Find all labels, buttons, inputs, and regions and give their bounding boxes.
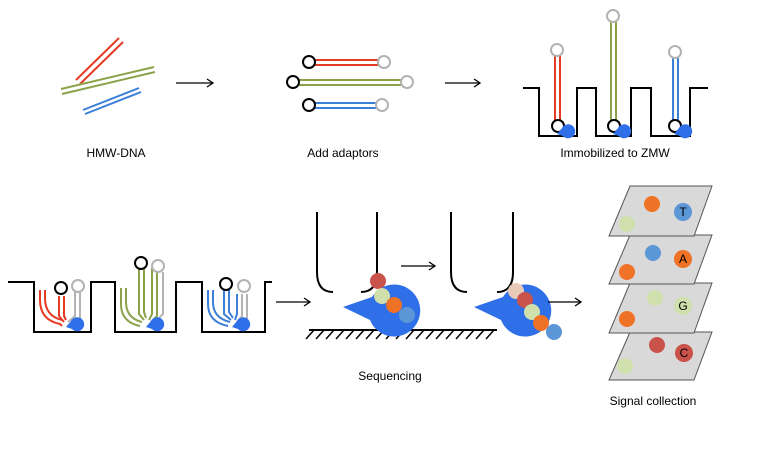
polymerase-icon <box>674 124 693 139</box>
black-hairpin-adaptor <box>134 256 148 270</box>
base-call-t-dot <box>674 203 692 221</box>
gray-hairpin-adaptor <box>606 9 620 23</box>
nucleotide-green <box>374 288 390 304</box>
arrow-4 <box>548 297 583 307</box>
black-hairpin-adaptor <box>286 75 300 89</box>
gray-hairpin-adaptor <box>375 98 389 112</box>
gray-hairpin-adaptor <box>71 279 85 293</box>
blue-looped-molecule <box>207 277 251 332</box>
green-dna-strand <box>60 66 156 95</box>
black-hairpin-adaptor <box>302 55 316 69</box>
polymerase-icon <box>146 317 165 332</box>
base-call-c-dot <box>675 344 693 362</box>
signal-frame-3: G <box>608 282 713 334</box>
immobilized-label: Immobilized to ZMW <box>560 146 670 160</box>
signal-dot-green <box>617 358 633 374</box>
gray-hairpin-adaptor <box>377 55 391 69</box>
gray-hairpin-adaptor <box>550 43 564 57</box>
red-adapted-molecule <box>302 55 391 69</box>
nucleotide-orange <box>386 297 402 313</box>
base-call-g-dot <box>674 297 692 315</box>
base-call-a: A <box>679 252 687 266</box>
signal-collection-label: Signal collection <box>610 394 697 408</box>
blue-immobilized-molecule <box>668 45 693 139</box>
zmw-well-left <box>316 212 378 293</box>
zmw-bottom-wells <box>8 256 272 333</box>
base-call-c: C <box>680 346 689 360</box>
gray-hairpin-adaptor <box>668 45 682 59</box>
green-looped-molecule <box>120 256 165 332</box>
gray-hairpin-adaptor <box>151 259 165 273</box>
green-immobilized-molecule <box>606 9 632 139</box>
polymerase-icon <box>66 317 85 332</box>
red-dna-strand <box>75 37 124 85</box>
nucleotide-green <box>524 304 540 320</box>
gray-hairpin-adaptor <box>400 75 414 89</box>
green-adapted-molecule <box>286 75 414 89</box>
signal-frames: C G A T <box>608 185 713 381</box>
arrow-1 <box>176 78 215 88</box>
signal-frame-1: T <box>608 185 713 237</box>
zmw-top-wells <box>523 9 708 139</box>
nucleotide-blue <box>546 324 562 340</box>
black-hairpin-adaptor <box>54 281 68 295</box>
add-adaptors-label: Add adaptors <box>307 146 378 160</box>
blue-adapted-molecule <box>302 98 389 112</box>
base-call-g: G <box>678 299 687 313</box>
signal-dot-red <box>649 337 665 353</box>
black-hairpin-adaptor <box>302 98 316 112</box>
sequencing-label: Sequencing <box>358 369 421 383</box>
signal-frame-2: A <box>608 234 713 285</box>
nucleotide-chain-right <box>508 283 562 340</box>
signal-dot-orange <box>644 196 660 212</box>
arrow-sequencing <box>401 261 437 271</box>
sequencing-panel <box>305 212 562 340</box>
arrow-2 <box>445 78 482 88</box>
base-call-a-dot <box>674 250 692 268</box>
nucleotide-chain-left <box>370 273 415 323</box>
polymerase-icon <box>613 124 632 139</box>
black-hairpin-adaptor <box>219 277 233 291</box>
zmw-well-profile <box>8 281 272 333</box>
arrow-3 <box>276 297 312 307</box>
hmw-dna-label: HMW-DNA <box>86 146 145 160</box>
polymerase-icon <box>232 317 251 332</box>
polymerase-left <box>343 284 421 337</box>
hmw-dna-strands <box>60 37 156 115</box>
signal-dot-green <box>619 216 635 232</box>
signal-frame-4: C <box>608 331 713 381</box>
adapted-molecules <box>286 55 414 112</box>
nucleotide-red <box>517 292 533 308</box>
zmw-well-right <box>450 212 514 293</box>
gray-hairpin-adaptor <box>237 279 251 293</box>
signal-dot-green <box>647 290 663 306</box>
nucleotide-red <box>370 273 386 289</box>
base-call-t: T <box>679 205 687 219</box>
red-looped-molecule <box>39 279 85 332</box>
signal-dot-orange <box>619 264 635 280</box>
polymerase-icon <box>557 124 576 139</box>
signal-dot-orange <box>619 311 635 327</box>
nucleotide-blue <box>399 307 415 323</box>
blue-dna-strand <box>82 87 142 115</box>
nucleotide-orange <box>533 315 549 331</box>
signal-dot-blue <box>645 245 661 261</box>
red-immobilized-molecule <box>550 43 576 139</box>
